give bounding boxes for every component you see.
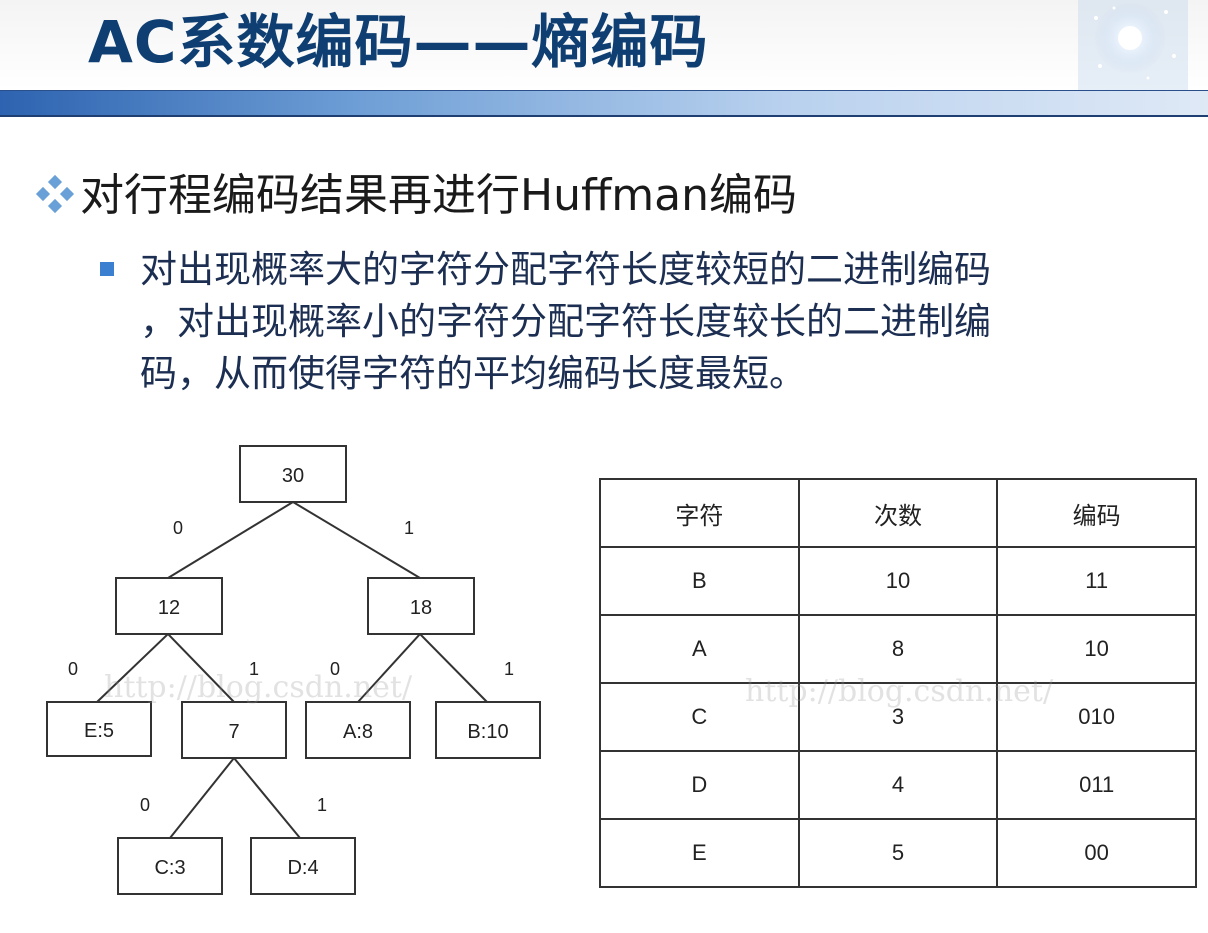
tree-edge-label: 0	[173, 518, 183, 538]
table-cell: 11	[996, 546, 1197, 616]
table-header-cell: 次数	[797, 478, 999, 548]
slide-header: AC系数编码——熵编码	[0, 0, 1208, 90]
tree-node	[46, 701, 152, 757]
tree-node	[305, 701, 411, 759]
tree-edge	[167, 633, 235, 703]
table-cell: 3	[797, 682, 999, 752]
tree-edge	[96, 633, 169, 703]
tree-node	[181, 701, 287, 759]
tree-edge	[169, 757, 235, 839]
tree-node-label: 18	[410, 597, 432, 619]
tree-node-label: 7	[228, 721, 239, 743]
table-row: E 5 00	[599, 818, 1197, 888]
sparkle-decoration-icon	[1078, 0, 1188, 90]
tree-edge-label: 0	[68, 659, 78, 679]
tree-node	[117, 837, 223, 895]
watermark-text: http://blog.csdn.net/	[745, 674, 1054, 709]
tree-node	[250, 837, 356, 895]
huffman-code-table: 字符 次数 编码 B 10 11 A 8 10 C 3 010 D 4 011 …	[599, 478, 1197, 888]
table-row: C 3 010	[599, 682, 1197, 752]
tree-edge-label: 1	[249, 659, 259, 679]
table-cell: 011	[996, 750, 1197, 820]
table-cell: A	[599, 614, 800, 684]
tree-node-label: E:5	[84, 720, 114, 742]
diamond-bullet-icon	[35, 174, 75, 214]
table-header-cell: 编码	[996, 478, 1197, 548]
tree-node	[239, 445, 347, 503]
table-row: D 4 011	[599, 750, 1197, 820]
slide-title: AC系数编码——熵编码	[88, 8, 709, 76]
table-header-row: 字符 次数 编码	[599, 478, 1197, 548]
bullet-level2-text: 对出现概率大的字符分配字符长度较短的二进制编码 ，对出现概率小的字符分配字符长度…	[140, 244, 1200, 400]
tree-edge	[357, 633, 421, 703]
tree-edge	[167, 501, 294, 579]
table-cell: E	[599, 818, 800, 888]
tree-node-label: A:8	[343, 721, 373, 743]
bullet-level1-text: 对行程编码结果再进行Huffman编码	[80, 170, 797, 221]
watermark-text: http://blog.csdn.net/	[104, 670, 413, 705]
bullet-level2-line: ，对出现概率小的字符分配字符长度较长的二进制编	[140, 300, 991, 343]
table-cell: 10	[996, 614, 1197, 684]
tree-node	[367, 577, 475, 635]
table-row: A 8 10	[599, 614, 1197, 684]
huffman-tree-diagram: 30 12 18 E:5 7 A:8 B:10 C:3 D:4 0 1 0 1 …	[46, 445, 541, 895]
square-bullet-icon	[100, 262, 114, 276]
tree-node	[435, 701, 541, 759]
table-cell: B	[599, 546, 800, 616]
table-cell: 8	[797, 614, 999, 684]
table-cell: 5	[797, 818, 999, 888]
tree-node-label: C:3	[154, 857, 185, 879]
tree-node-label: B:10	[467, 721, 508, 743]
table-cell: 10	[797, 546, 999, 616]
tree-node-label: 12	[158, 597, 180, 619]
tree-edge-label: 1	[317, 795, 327, 815]
table-cell: 010	[996, 682, 1197, 752]
tree-node-label: D:4	[287, 857, 318, 879]
header-divider-bar	[0, 90, 1208, 117]
table-cell: 00	[996, 818, 1197, 888]
bullet-level2-line: 码，从而使得字符的平均编码长度最短。	[140, 352, 806, 395]
table-cell: D	[599, 750, 800, 820]
table-row: B 10 11	[599, 546, 1197, 616]
tree-edge	[233, 757, 301, 839]
tree-edge	[292, 501, 421, 579]
table-header-cell: 字符	[599, 478, 800, 548]
tree-edge	[419, 633, 488, 703]
tree-node	[115, 577, 223, 635]
bullet-level2-line: 对出现概率大的字符分配字符长度较短的二进制编码	[140, 248, 991, 291]
tree-edge-label: 1	[504, 659, 514, 679]
tree-edge-label: 0	[140, 795, 150, 815]
tree-edge-label: 1	[404, 518, 414, 538]
bullet-level1: 对行程编码结果再进行Huffman编码	[34, 168, 797, 224]
tree-edge-label: 0	[330, 659, 340, 679]
table-cell: 4	[797, 750, 999, 820]
tree-node-label: 30	[282, 465, 304, 487]
table-cell: C	[599, 682, 800, 752]
